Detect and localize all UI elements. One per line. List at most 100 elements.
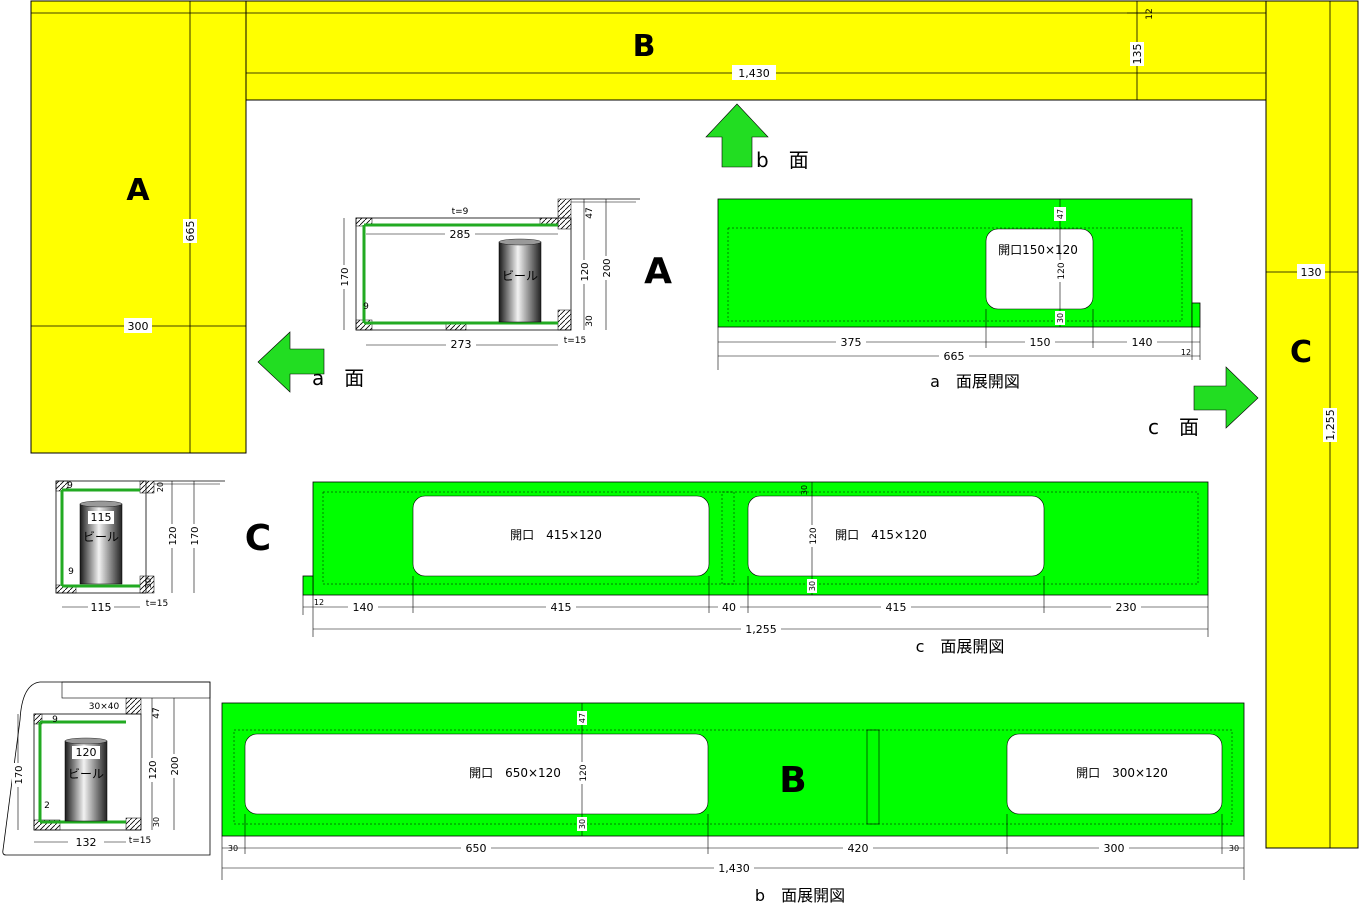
dev-c-title: c 面展開図 — [916, 637, 1005, 656]
dev-c-seg3: 40 — [722, 601, 736, 614]
section-b-beer: ビール — [68, 767, 104, 781]
section-b-d47: 47 — [152, 707, 162, 718]
dev-b-d120: 120 — [579, 764, 589, 781]
dim-c-width: 130 — [1301, 266, 1322, 279]
section-b-beer-width: 120 — [76, 746, 97, 759]
face-label-a: a 面 — [312, 366, 364, 390]
section-a-height-left: 170 — [340, 267, 351, 286]
dev-a-seg1: 375 — [841, 336, 862, 349]
section-c-t-bottom: t=15 — [146, 599, 169, 609]
dev-b-seg2: 420 — [848, 842, 869, 855]
section-a: ビール t=9 285 273 t=15 9 170 47 120 30 — [338, 198, 640, 351]
section-b-d120: 120 — [148, 760, 159, 779]
dim-a-width: 300 — [128, 320, 149, 333]
dev-c-d120: 120 — [809, 527, 819, 544]
dev-a-opening-label: 開口150×120 — [998, 243, 1078, 257]
section-a-letter: A — [644, 251, 672, 292]
opening-b2 — [1006, 733, 1223, 815]
dev-b-d47: 47 — [578, 713, 587, 723]
dev-b-opening1-label: 開口 650×120 — [469, 766, 561, 780]
section-b-height-left: 170 — [14, 765, 25, 784]
dim-b-depth: 135 — [1131, 44, 1144, 65]
dev-c-seg1: 140 — [353, 601, 374, 614]
dim-b-gap: 12 — [1145, 8, 1155, 19]
section-b: ビール 30×40 9 120 170 47 120 200 30 2 — [2, 681, 211, 856]
development-b: 開口 650×120 開口 300×120 47 120 30 30 650 4… — [221, 702, 1245, 880]
section-a-d120: 120 — [580, 262, 591, 281]
dev-c-d30-top: 30 — [800, 485, 809, 495]
section-c-d20: 20 — [156, 482, 165, 492]
dim-b-length: 1,430 — [738, 67, 770, 80]
dev-b-end-right: 30 — [1229, 844, 1239, 853]
dev-b-title: b 面展開図 — [755, 886, 845, 905]
section-b-height-right: 200 — [170, 756, 181, 775]
section-c-small-top: 9 — [67, 481, 73, 491]
section-c-beer: ビール — [83, 530, 119, 544]
dev-a-d30: 30 — [1056, 313, 1065, 323]
dev-a-seg2: 150 — [1030, 336, 1051, 349]
face-label-b: b 面 — [756, 148, 809, 172]
arrow-up-icon — [705, 103, 769, 168]
dev-a-end: 12 — [1181, 348, 1191, 357]
section-a-t-bottom: t=15 — [564, 336, 587, 346]
arrow-left-icon — [257, 331, 325, 393]
section-b-d30: 30 — [152, 817, 161, 827]
section-a-small: 9 — [363, 302, 369, 312]
section-b-corner: 30×40 — [89, 702, 120, 712]
dev-a-d120: 120 — [1057, 262, 1067, 279]
dev-b-seg3: 300 — [1104, 842, 1125, 855]
dev-b-opening2-label: 開口 300×120 — [1076, 766, 1168, 780]
dim-c-length: 1,255 — [1324, 409, 1337, 441]
section-a-t-top: t=9 — [452, 207, 469, 217]
section-c-small-bottom: 9 — [68, 567, 74, 577]
opening-b1 — [244, 733, 709, 815]
section-c-d120: 120 — [168, 526, 179, 545]
dev-b-d30: 30 — [578, 819, 587, 829]
part-letter-c: C — [1290, 335, 1312, 370]
development-c: 開口 415×120 開口 415×120 30 120 30 12 140 4… — [302, 481, 1209, 637]
opening-a — [985, 228, 1094, 310]
plan-outline — [30, 0, 1359, 849]
part-letter-b: B — [633, 29, 656, 64]
dim-a-length: 665 — [184, 221, 197, 242]
dev-b-seg1: 650 — [466, 842, 487, 855]
dev-a-title: a 面展開図 — [930, 372, 1020, 391]
part-c-panel — [1265, 0, 1359, 849]
face-label-c: c 面 — [1148, 415, 1199, 439]
dev-c-opening2-label: 開口 415×120 — [835, 528, 927, 542]
section-a-beer: ビール — [502, 269, 538, 283]
part-a-panel — [30, 0, 247, 454]
opening-c1 — [412, 495, 710, 577]
dev-a-d47: 47 — [1056, 209, 1065, 219]
section-a-height-right: 200 — [602, 258, 613, 277]
part-letter-a: A — [126, 173, 150, 208]
dev-c-total: 1,255 — [745, 623, 777, 636]
section-b-small2: 2 — [44, 801, 50, 811]
section-c-d30: 30 — [144, 578, 153, 588]
section-c-letter: C — [245, 518, 271, 559]
dev-c-seg2: 415 — [551, 601, 572, 614]
arrow-right-icon — [1193, 366, 1259, 429]
section-a-bottom-width: 273 — [451, 338, 472, 351]
dev-b-total: 1,430 — [718, 862, 750, 875]
section-b-t-bottom: t=15 — [129, 836, 152, 846]
development-a: 開口150×120 47 120 30 375 150 140 665 12 — [717, 198, 1201, 370]
dev-a-total: 665 — [944, 350, 965, 363]
dev-a-seg3: 140 — [1132, 336, 1153, 349]
dev-c-opening1-label: 開口 415×120 — [510, 528, 602, 542]
dev-c-seg4: 415 — [886, 601, 907, 614]
section-c: ビール 9 20 115 120 170 30 9 115 t=15 — [55, 480, 225, 614]
dev-b-end-left: 30 — [228, 844, 238, 853]
dev-c-d30: 30 — [808, 581, 817, 591]
section-a-inner-width: 285 — [450, 228, 471, 241]
section-a-d30: 30 — [585, 315, 595, 327]
section-c-height-right: 170 — [190, 526, 201, 545]
section-c-bottom-width: 115 — [91, 601, 112, 614]
section-a-d47: 47 — [585, 207, 595, 218]
opening-c2 — [747, 495, 1045, 577]
dev-c-end: 12 — [314, 598, 324, 607]
section-c-beer-width: 115 — [91, 511, 112, 524]
dev-b-letter: B — [779, 760, 806, 801]
section-b-bottom-width: 132 — [76, 836, 97, 849]
